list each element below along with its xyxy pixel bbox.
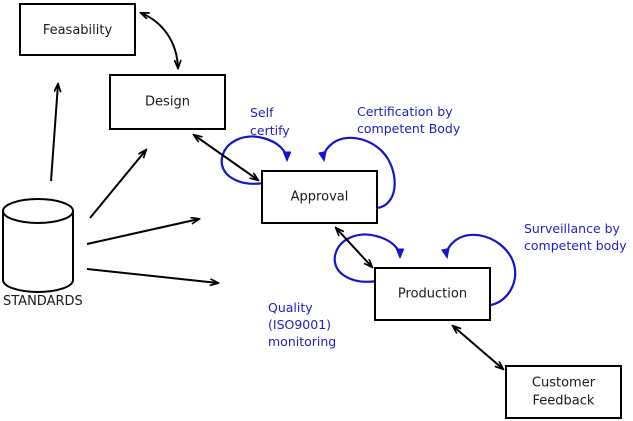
node-design[interactable]: Design — [109, 74, 226, 130]
annotation-certification-competent-body-line1: Certification by — [357, 104, 453, 119]
node-approval-label: Approval — [291, 190, 349, 205]
node-production[interactable]: Production — [374, 267, 491, 321]
annotation-certification-competent-body-line2: competent Body — [357, 121, 461, 136]
connector-approval-production — [336, 228, 372, 267]
node-production-label: Production — [398, 287, 467, 302]
annotation-self-certify-line1: Self — [250, 105, 274, 120]
connector-feasability-design — [141, 13, 178, 68]
annotation-self-certify-line2: certify — [250, 123, 290, 138]
datastore-standards[interactable]: STANDARDS — [2, 198, 83, 309]
node-approval[interactable]: Approval — [261, 170, 378, 224]
annotation-surveillance-competent-body-line1: Surveillance by — [524, 221, 621, 236]
loop-surveillance-competent-body — [447, 233, 517, 307]
node-customer-feedback-label-line2: Feedback — [533, 394, 595, 409]
node-feasability[interactable]: Feasability — [19, 3, 136, 56]
connector-standards-approval — [86, 219, 199, 245]
connector-production-customer-feedback — [453, 326, 503, 369]
datastore-standards-label: STANDARDS — [3, 294, 83, 309]
annotation-quality-monitoring-line2: (ISO9001) — [268, 317, 331, 332]
connector-standards-production — [86, 268, 218, 283]
annotation-certification-competent-body: Certification by competent Body — [357, 104, 461, 136]
node-customer-feedback[interactable]: Customer Feedback — [505, 365, 622, 419]
node-feasability-label: Feasability — [43, 23, 113, 38]
node-customer-feedback-label-line1: Customer — [532, 376, 596, 391]
annotation-surveillance-competent-body: Surveillance by competent body — [524, 221, 627, 253]
connector-standards-feasability — [50, 84, 58, 182]
annotation-quality-monitoring-line3: monitoring — [268, 334, 336, 349]
node-design-label: Design — [145, 95, 190, 110]
annotation-surveillance-competent-body-line2: competent body — [524, 238, 627, 253]
annotation-quality-monitoring: Quality (ISO9001) monitoring — [268, 300, 336, 349]
connector-standards-design — [89, 150, 146, 219]
loop-certification-competent-body — [324, 136, 396, 210]
connector-design-approval — [194, 135, 258, 180]
annotation-self-certify: Self certify — [250, 105, 290, 138]
annotation-quality-monitoring-line1: Quality — [268, 300, 313, 315]
